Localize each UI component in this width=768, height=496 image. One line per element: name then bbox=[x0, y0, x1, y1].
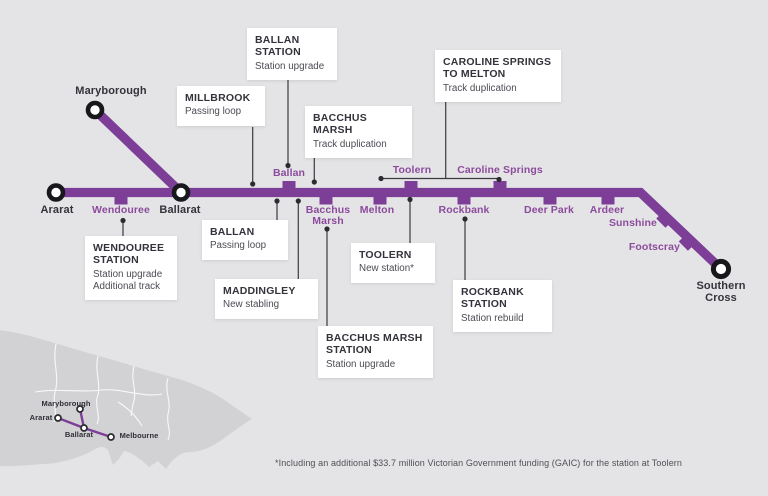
callout-wendouree-station-title: WENDOUREE STATION bbox=[93, 242, 165, 267]
callout-millbrook: MILLBROOK Passing loop bbox=[177, 86, 265, 126]
leader-dot-rockbank-station bbox=[462, 216, 468, 222]
callout-rockbank-station: ROCKBANK STATION Station rebuild bbox=[453, 280, 552, 332]
station-label-melton: Melton bbox=[359, 203, 395, 216]
callout-bacchus-marsh-station-desc: Station upgrade bbox=[326, 358, 396, 370]
callout-millbrook-desc: Passing loop bbox=[185, 106, 242, 118]
leader-dot-bacchus-marsh-duplication bbox=[311, 179, 317, 185]
station-label-ardeer: Ardeer bbox=[589, 203, 625, 216]
callout-maddingley-title: MADDINGLEY bbox=[223, 285, 296, 297]
callout-ballan-loop-desc: Passing loop bbox=[210, 240, 267, 252]
station-tick-rockbank bbox=[457, 196, 471, 205]
station-tick-deer-park bbox=[543, 196, 557, 205]
inset-node-ararat bbox=[54, 414, 62, 422]
callout-caroline-springs-to-melton-title2: TO MELTON bbox=[443, 68, 506, 81]
station-tick-ardeer bbox=[601, 196, 615, 205]
callout-bacchus-marsh-station-title: BACCHUS MARSH STATION bbox=[326, 332, 423, 357]
station-tick-ballan bbox=[282, 181, 296, 189]
callout-toolern-desc: New station* bbox=[359, 263, 414, 275]
callout-ballan-loop: BALLAN Passing loop bbox=[202, 220, 288, 260]
station-tick-footscray bbox=[678, 236, 694, 251]
station-tick-wendouree bbox=[114, 196, 128, 205]
station-label-toolern: Toolern bbox=[392, 164, 432, 176]
station-label-wendouree: Wendouree bbox=[92, 203, 150, 216]
callout-wendouree-station-desc2: Additional track bbox=[93, 280, 160, 292]
station-tick-caroline-springs bbox=[493, 181, 507, 189]
inset-node-ballarat bbox=[80, 424, 88, 432]
leader-dot-ballan-loop bbox=[274, 198, 280, 204]
callout-caroline-springs-to-melton-desc: Track duplication bbox=[443, 82, 517, 94]
terminal-label-ararat: Ararat bbox=[40, 204, 74, 216]
station-tick-bacchus-marsh bbox=[319, 196, 333, 205]
leader-dot-ballan-station bbox=[285, 162, 291, 169]
callout-bacchus-marsh-duplication: BACCHUS MARSH Track duplication bbox=[305, 106, 412, 158]
callout-millbrook-title: MILLBROOK bbox=[185, 92, 251, 104]
leader-dot-toolern bbox=[407, 196, 413, 203]
callout-rockbank-station-title: ROCKBANK STATION bbox=[461, 286, 524, 311]
station-label-footscray: Footscray bbox=[628, 241, 680, 253]
station-label-ballan: Ballan bbox=[272, 167, 306, 179]
callout-bacchus-marsh-duplication-desc: Track duplication bbox=[313, 138, 387, 150]
footnote-text: *Including an additional $33.7 million V… bbox=[275, 458, 682, 468]
rail-main-line bbox=[56, 187, 725, 273]
callout-maddingley-desc: New stabling bbox=[223, 299, 280, 311]
rail-maryborough-branch bbox=[91, 106, 185, 196]
terminal-circle-maryborough bbox=[85, 100, 105, 120]
leader-dot-caroline-left bbox=[378, 175, 384, 182]
callout-ballan-station-desc: Station upgrade bbox=[255, 60, 325, 72]
leader-dot-bacchus-marsh-station bbox=[324, 226, 330, 232]
inset-label-maryborough: Maryborough bbox=[41, 399, 91, 408]
callout-maddingley: MADDINGLEY New stabling bbox=[215, 279, 318, 319]
station-label-caroline-springs: Caroline Springs bbox=[457, 164, 543, 176]
station-tick-toolern bbox=[404, 181, 418, 189]
callout-wendouree-station-desc: Station upgrade bbox=[93, 268, 163, 280]
callout-caroline-springs-to-melton-title: CAROLINE SPRINGS bbox=[443, 56, 552, 68]
station-label-sunshine: Sunshine bbox=[608, 217, 657, 229]
leader-dot-millbrook bbox=[250, 181, 256, 187]
station-label-bacchus-marsh: Bacchus Marsh bbox=[305, 203, 351, 228]
station-label-rockbank: Rockbank bbox=[438, 203, 490, 216]
callout-wendouree-station: WENDOUREE STATION Station upgrade Additi… bbox=[85, 236, 177, 301]
leader-dot-wendouree-station bbox=[120, 217, 126, 224]
terminal-label-maryborough: Maryborough bbox=[75, 85, 147, 97]
inset-label-ararat: Ararat bbox=[29, 413, 53, 422]
terminal-circle-southern-cross bbox=[710, 258, 732, 280]
inset-station-nodes bbox=[54, 405, 115, 441]
callout-ballan-loop-title: BALLAN bbox=[210, 226, 255, 238]
inset-region-borders bbox=[34, 343, 170, 441]
callout-caroline-springs-to-melton: CAROLINE SPRINGS TO MELTON Track duplica… bbox=[435, 50, 561, 102]
callout-toolern: TOOLERN New station* bbox=[351, 243, 435, 283]
leader-dot-maddingley bbox=[295, 198, 301, 204]
callout-ballan-station-title: BALLAN STATION bbox=[255, 34, 301, 59]
inset-label-melbourne: Melbourne bbox=[119, 431, 159, 440]
terminal-circle-ballarat bbox=[171, 183, 191, 202]
callout-toolern-title: TOOLERN bbox=[359, 249, 412, 261]
terminal-circle-ararat bbox=[46, 183, 66, 202]
leader-dot-caroline-right bbox=[496, 176, 502, 183]
terminal-label-ballarat: Ballarat bbox=[159, 204, 201, 216]
inset-node-melbourne bbox=[107, 433, 115, 441]
callout-ballan-station: BALLAN STATION Station upgrade bbox=[247, 28, 337, 80]
inset-label-ballarat: Ballarat bbox=[64, 430, 94, 439]
inset-victoria-map bbox=[0, 330, 252, 469]
inset-map-shape bbox=[0, 330, 252, 469]
station-tick-melton bbox=[373, 196, 387, 205]
station-tick-sunshine bbox=[656, 213, 671, 228]
callout-bacchus-marsh-station: BACCHUS MARSH STATION Station upgrade bbox=[318, 326, 433, 378]
callout-bacchus-marsh-duplication-title: BACCHUS MARSH bbox=[313, 112, 367, 137]
callout-rockbank-station-desc: Station rebuild bbox=[461, 312, 524, 324]
inset-node-maryborough bbox=[76, 405, 84, 413]
terminal-label-southern-cross: Southern Cross bbox=[696, 280, 746, 305]
station-label-deer-park: Deer Park bbox=[524, 203, 574, 216]
